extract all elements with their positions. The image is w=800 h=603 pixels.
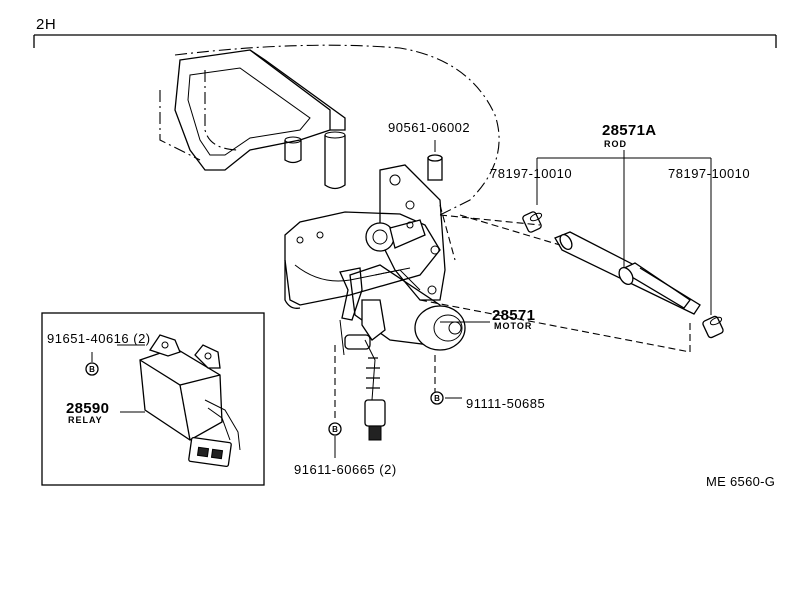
- part-number-link-bolt: 91611-60665 (2): [294, 462, 397, 477]
- section-code: 2H: [36, 16, 57, 33]
- bolt-marker-link: B: [328, 422, 342, 436]
- wiper-rod: [554, 231, 701, 315]
- bushing-left: [522, 211, 543, 233]
- part-number-relay: 28590: [66, 400, 110, 417]
- assembly-guide-lines: [334, 204, 691, 420]
- svg-text:B: B: [89, 365, 95, 374]
- relay: [139, 334, 241, 468]
- gearbox-housing: [284, 211, 441, 309]
- leader-lines: [91, 321, 490, 458]
- figure-reference: ME 6560-G: [706, 474, 776, 489]
- link-arm: [339, 267, 386, 441]
- part-number-rod: 28571A: [602, 122, 657, 139]
- rod-label-bracket: [536, 150, 712, 315]
- part-number-motor-bolt: 91111-50685: [466, 396, 546, 411]
- relay-inset-frame: [41, 312, 265, 486]
- bushing-right: [702, 315, 724, 339]
- part-name-motor: MOTOR: [494, 321, 533, 331]
- collar-part: [427, 140, 443, 181]
- part-number-relay-bolt: 91651-40616 (2): [47, 331, 151, 346]
- part-number-collar: 90561-06002: [388, 120, 471, 135]
- motor-mount-plate: [379, 164, 446, 301]
- body-panel-outline: [159, 44, 500, 216]
- part-number-bushing-left: 78197-10010: [490, 166, 573, 181]
- part-name-relay: RELAY: [68, 415, 103, 425]
- mounting-bracket: [174, 49, 346, 190]
- frame-bracket: [33, 34, 777, 48]
- wiper-motor: [349, 264, 466, 351]
- part-name-rod: ROD: [604, 139, 627, 149]
- svg-text:B: B: [434, 394, 440, 403]
- part-number-bushing-right: 78197-10010: [668, 166, 751, 181]
- bolt-marker-motor: B: [430, 391, 444, 405]
- bolt-marker-relay: B: [85, 362, 99, 376]
- svg-text:B: B: [332, 425, 338, 434]
- part-number-motor: 28571: [492, 307, 536, 324]
